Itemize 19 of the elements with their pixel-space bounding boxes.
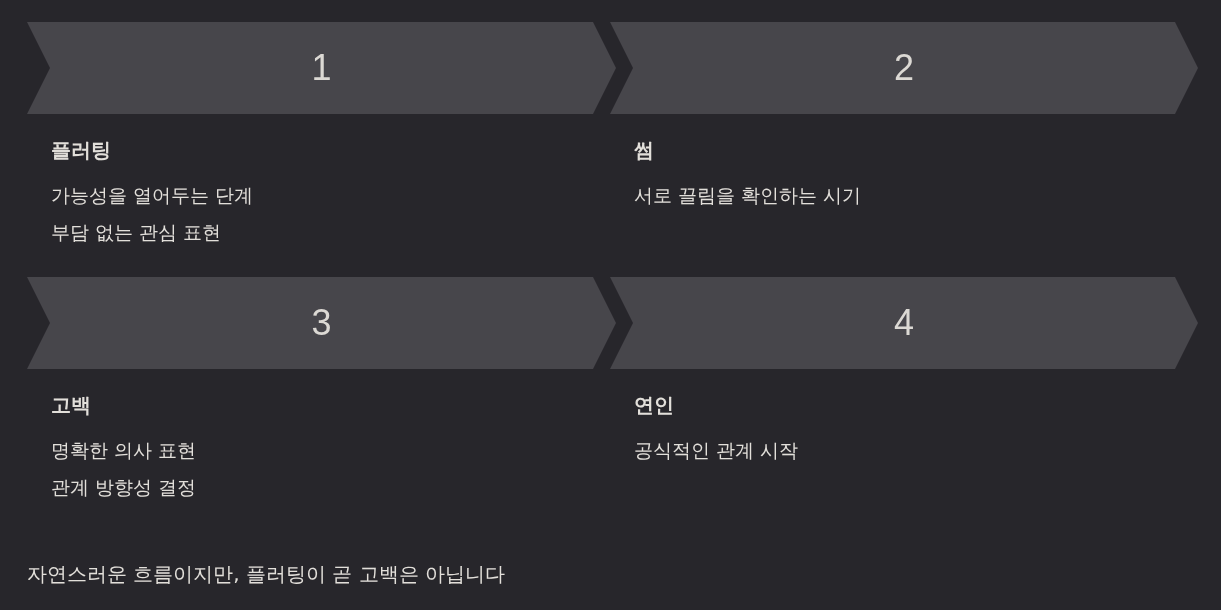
step-description: 가능성을 열어두는 단계: [51, 183, 254, 207]
step-chevron: [27, 22, 616, 114]
step-number: 2: [894, 48, 914, 88]
step-title: 플러팅: [51, 137, 111, 163]
step-title: 썸: [634, 137, 654, 163]
step-description: 부담 없는 관심 표현: [51, 220, 222, 244]
step-number: 4: [894, 303, 914, 343]
step-title: 고백: [51, 392, 91, 418]
step-description: 명확한 의사 표현: [51, 438, 197, 462]
step-description: 관계 방향성 결정: [51, 475, 197, 499]
step-chevron: [610, 277, 1198, 369]
step-title: 연인: [634, 392, 674, 418]
footnote: 자연스러운 흐름이지만, 플러팅이 곧 고백은 아닙니다: [27, 561, 506, 587]
step-description: 서로 끌림을 확인하는 시기: [634, 183, 862, 207]
step-chevron: [610, 22, 1198, 114]
step-number: 3: [311, 303, 332, 343]
step-chevron: [27, 277, 616, 369]
step-description: 공식적인 관계 시작: [634, 438, 799, 462]
step-number: 1: [311, 48, 332, 88]
